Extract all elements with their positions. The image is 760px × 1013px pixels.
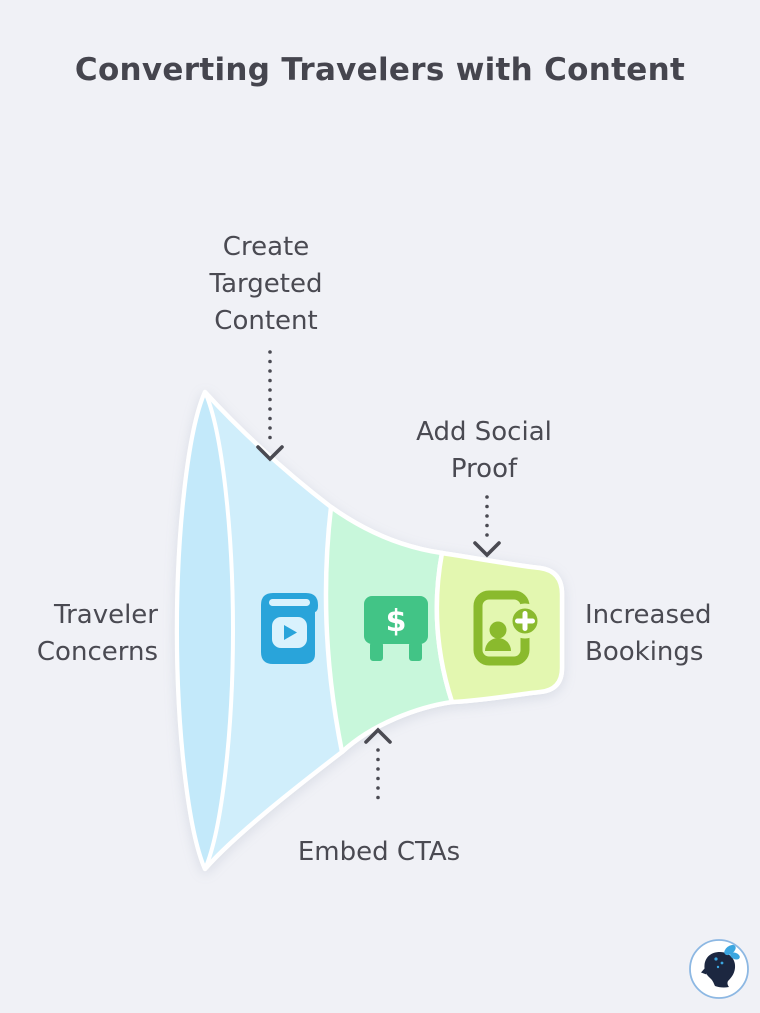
funnel-input-label: Traveler Concerns [36, 600, 158, 667]
woman-profile-silhouette [701, 952, 736, 988]
annotation-embed-ctas: Embed CTAs [297, 837, 461, 867]
dollar-booth-icon: $ [364, 596, 428, 661]
butterfly [714, 944, 740, 969]
video-book-icon [261, 593, 318, 664]
page-title: Converting Travelers with Content [74, 52, 686, 88]
arrow-down-add-social-proof [473, 495, 501, 558]
dollar-glyph: $ [386, 604, 407, 639]
annotation-create-targeted-content: Create Targeted Content [209, 232, 323, 336]
funnel-mouth-lens [175, 390, 235, 871]
brand-logo [689, 939, 749, 999]
arrow-up-embed-ctas [364, 727, 392, 808]
add-contact-icon [473, 590, 542, 666]
annotation-add-social-proof: Add Social Proof [416, 417, 552, 484]
arrow-down-create-content [256, 350, 284, 462]
funnel-output-label: Increased Bookings [585, 600, 712, 667]
